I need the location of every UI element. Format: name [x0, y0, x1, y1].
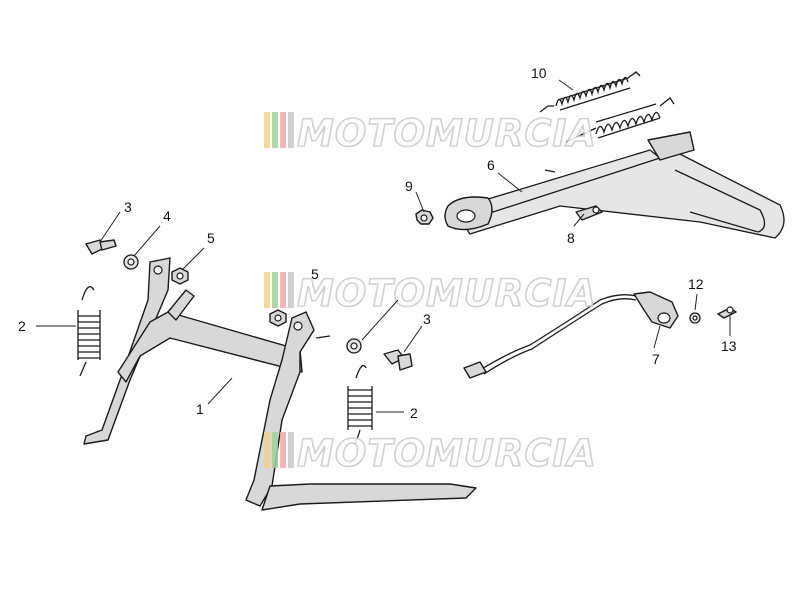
callout-1: 1	[196, 401, 204, 417]
leader-lines	[36, 79, 731, 413]
callout-4: 4	[163, 208, 171, 224]
watermark-logo-bottom: MOTOMURCIA	[264, 431, 597, 476]
callout-7: 7	[652, 351, 660, 367]
watermark-logo-middle: MOTOMURCIA	[264, 271, 597, 316]
callout-10: 10	[531, 65, 547, 81]
callout-2-right: 2	[410, 405, 418, 421]
nut-part-5-left	[171, 267, 189, 285]
switch-part-7	[463, 291, 679, 379]
watermark-text: MOTOMURCIA	[297, 432, 597, 475]
callout-9: 9	[405, 178, 413, 194]
spring-part-2-left	[77, 286, 101, 377]
spring-part-10	[539, 71, 641, 113]
callout-5-left: 5	[207, 230, 215, 246]
callout-5-right: 5	[311, 266, 319, 282]
centre-stand-part-1	[83, 257, 477, 511]
spring-part-2-right	[347, 364, 373, 445]
callout-2-left: 2	[18, 318, 26, 334]
callout-numbers: 1 2 2 3 3 4 5 5 6 7 8 9 10 12 13	[18, 65, 737, 421]
bolt-part-3-left	[85, 239, 117, 255]
nut-part-5-right	[269, 309, 287, 327]
callout-3-right: 3	[423, 311, 431, 327]
watermark-text: MOTOMURCIA	[297, 112, 597, 155]
callout-8: 8	[567, 230, 575, 246]
spring-part-11	[565, 97, 675, 143]
callout-6: 6	[487, 157, 495, 173]
callout-13: 13	[721, 338, 737, 354]
screw-part-13	[717, 306, 737, 319]
bolt-part-3-right	[383, 349, 413, 371]
callout-3-left: 3	[124, 199, 132, 215]
nut-part-9	[415, 209, 434, 225]
side-stand-part-6	[444, 131, 785, 239]
callout-12: 12	[688, 276, 704, 292]
watermark-logo-top: MOTOMURCIA	[264, 111, 597, 156]
watermark-text: MOTOMURCIA	[297, 272, 597, 315]
